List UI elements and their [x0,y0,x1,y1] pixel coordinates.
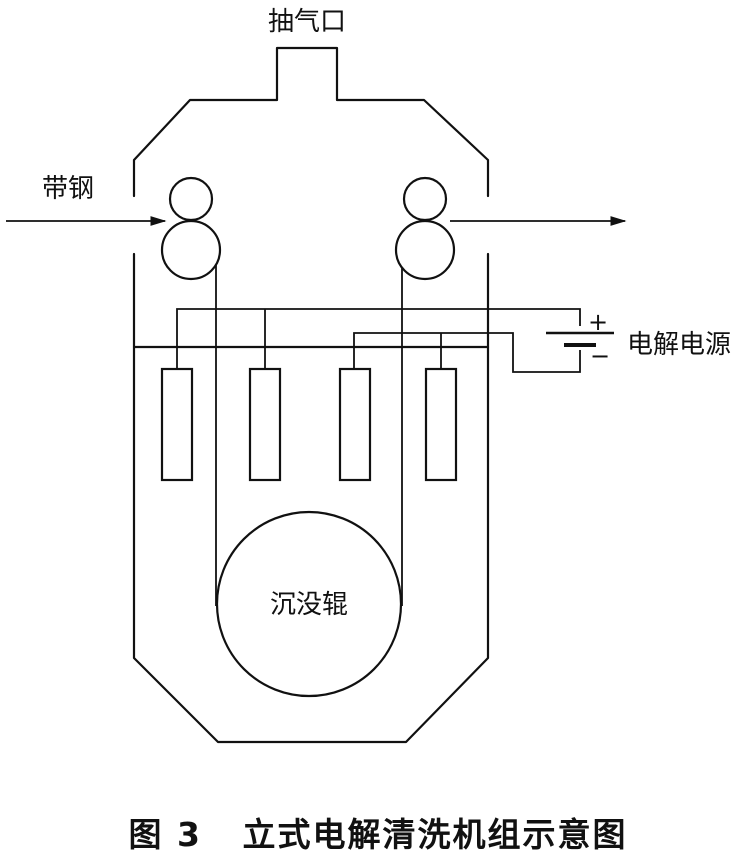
negative-bus-wire [353,332,581,373]
left-lower-pinch-roll [160,219,222,281]
power-source-label: 电解电源 [627,330,731,360]
electrolytic-cleaning-diagram: 抽气口 带钢 电解电源 + − 沉没辊 [6,7,731,744]
sink-roll-label: 沉没辊 [270,590,348,620]
figure-title: 立式电解清洗机组示意图 [242,815,628,854]
tank-body-outline [132,252,490,744]
tank-left-upper-wall [132,46,490,198]
positive-bus-wire [176,308,581,369]
steel-strip-label: 带钢 [42,174,94,204]
figure-caption: 图 3 立式电解清洗机组示意图 [0,808,756,856]
sink-roll [215,510,403,698]
right-lower-pinch-roll [394,219,456,281]
electrode-plate [248,367,282,482]
electrode-plate [160,367,194,482]
right-upper-pinch-roll [402,176,448,222]
left-upper-pinch-roll [168,176,214,222]
minus-sign: − [590,342,610,370]
electrode-plate [338,367,372,482]
exhaust-port-label: 抽气口 [268,7,346,37]
electrode-plate [424,367,458,482]
plus-sign: + [588,308,608,336]
figure-number: 图 3 [128,815,202,854]
